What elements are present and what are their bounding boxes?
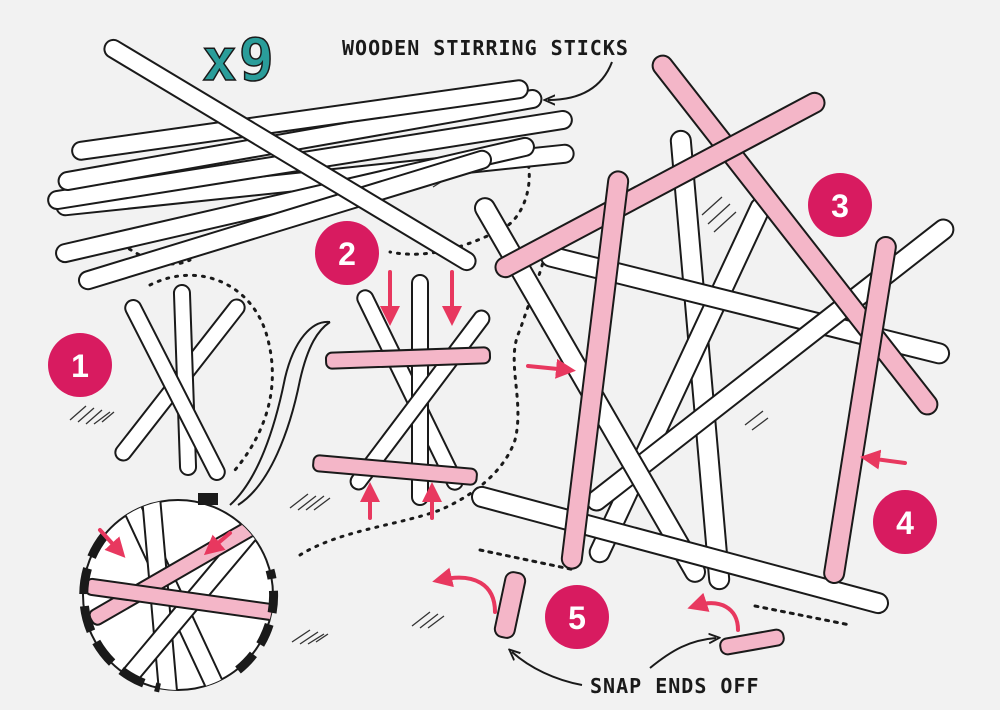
step-number: 3 bbox=[831, 188, 849, 224]
snap-pointers bbox=[512, 638, 716, 686]
snapped-pieces bbox=[493, 571, 785, 656]
step-badge-4: 4 bbox=[873, 490, 937, 554]
stick-pile bbox=[47, 38, 575, 291]
shading-marks bbox=[69, 172, 769, 645]
step-badge-5: 5 bbox=[545, 585, 609, 649]
arrow-icon bbox=[98, 528, 126, 558]
snap-lines bbox=[478, 548, 852, 627]
final-structure bbox=[470, 54, 955, 615]
arrow-icon bbox=[687, 592, 740, 632]
magnifier-circle-icon bbox=[79, 320, 331, 693]
step-number: 4 bbox=[896, 505, 914, 541]
step1-sticks bbox=[114, 284, 246, 481]
arrow-icon bbox=[432, 567, 497, 614]
arrow-icon bbox=[860, 449, 907, 470]
arrow-icon bbox=[203, 531, 232, 556]
arrow-icon bbox=[526, 358, 576, 379]
step-badge-2: 2 bbox=[315, 221, 379, 285]
step-number: 1 bbox=[71, 348, 89, 384]
step2-assembly bbox=[312, 274, 492, 506]
stick-count: x9 bbox=[202, 26, 276, 94]
arrow-icons bbox=[98, 270, 907, 632]
step-number: 2 bbox=[338, 236, 356, 272]
step-badge-1: 1 bbox=[48, 333, 112, 397]
step-badge-3: 3 bbox=[808, 173, 872, 237]
snap-caption: SNAP ENDS OFF bbox=[590, 674, 760, 698]
caption-pointer-arrow bbox=[548, 61, 613, 100]
step-number: 5 bbox=[568, 600, 586, 636]
sticks-caption: WOODEN STIRRING STICKS bbox=[342, 36, 629, 60]
